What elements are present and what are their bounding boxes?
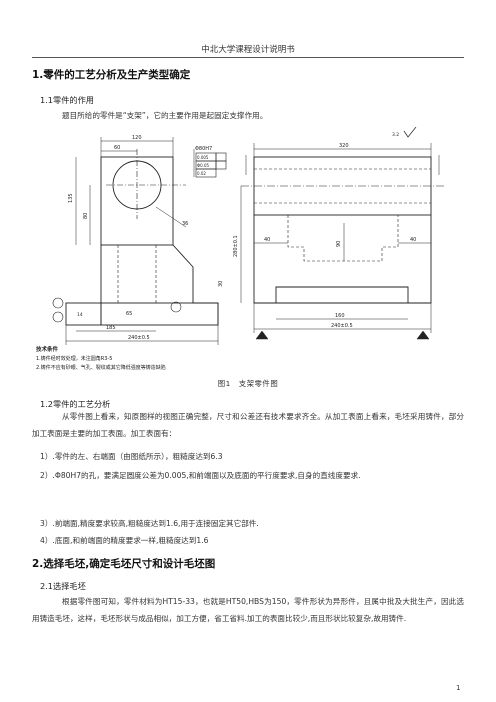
section-1-2-heading: 1.2零件的工艺分析 <box>40 399 111 409</box>
roughness-note: 3.2 <box>392 132 399 138</box>
dim-160: 160 <box>335 313 345 319</box>
list-item: 2）.Φ80H7的孔，要满足圆度公差为0.005,和前端面以及底面的平行度要求,… <box>40 471 361 480</box>
section-1-heading: 1.零件的工艺分析及生产类型确定 <box>32 69 191 81</box>
gdt-row-3: 0.02 <box>197 171 206 176</box>
dim-90: 90 <box>336 241 342 247</box>
page-number: 1 <box>456 684 461 692</box>
dim-40-right: 40 <box>410 237 416 243</box>
list-item: 4）.底面,和前端面的精度要求一样,粗糙度达到1.6 <box>40 536 209 545</box>
tech-note-1: 1.铸件经时效处理，未注圆角R3-5 <box>36 355 112 362</box>
dim-280: 280±0.1 <box>233 235 239 257</box>
left-view-base <box>65 302 219 326</box>
dim-240-left: 240±0.5 <box>128 335 150 341</box>
list-item: 3）.前端面,精度要求较高,粗糙度达到1.6,用于连接固定其它部件. <box>40 519 259 528</box>
dim-120: 120 <box>132 135 142 141</box>
dim-320: 320 <box>339 143 349 149</box>
section-2-heading: 2.选择毛坯,确定毛坯尺寸和设计毛坯图 <box>32 558 216 570</box>
gdt-row-2: Φ0.05 <box>197 163 210 168</box>
dim-135: 135 <box>68 193 74 203</box>
part-drawing-svg: 120 60 320 135 80 36 Φ80H7 0.005 Φ0.05 0… <box>36 126 446 371</box>
dim-30: 30 <box>218 281 224 287</box>
part-drawing: 120 60 320 135 80 36 Φ80H7 0.005 Φ0.05 0… <box>36 126 464 379</box>
dim-60: 60 <box>114 145 120 151</box>
figure-caption: 图1 支架零件图 <box>217 379 279 388</box>
dim-240-right: 240±0.5 <box>331 323 353 329</box>
section-1-1-heading: 1.1零件的作用 <box>40 95 94 105</box>
dim-80: 80 <box>83 213 89 219</box>
header-title: 中北大学课程设计说明书 <box>201 45 295 55</box>
left-view-body <box>100 244 219 325</box>
right-view-body <box>253 215 432 304</box>
dim-phi-14: 14 <box>77 312 83 318</box>
tech-note-2: 2.铸件不应有砂眼、气孔、裂纹或其它降低强度等铸造缺陷 <box>36 364 166 371</box>
dim-185: 185 <box>106 325 116 331</box>
section-2-1-body: 根据零件图可知，零件材料为HT15-33，也就是HT50,HBS为150，零件形… <box>32 597 464 623</box>
dim-40-left: 40 <box>264 237 270 243</box>
tech-notes-title: 技术条件 <box>36 345 59 353</box>
dim-phi: Φ80H7 <box>195 146 212 152</box>
section-1-1-body: 题目所给的零件是“支架”，它的主要作用是起固定支撑作用。 <box>62 111 268 120</box>
gdt-row-1: 0.005 <box>197 155 209 160</box>
list-item: 1）.零件的左、右端面（由图纸所示），粗糙度达到6.3 <box>40 452 223 461</box>
dim-36: 36 <box>182 221 188 227</box>
dim-44: 65 <box>126 311 132 317</box>
section-1-2-body: 从零件图上看来，知原图样的视图正确完整，尺寸和公差还有技术要求齐全。从加工表面上… <box>32 412 464 438</box>
section-2-1-heading: 2.1选择毛坯 <box>40 581 86 591</box>
header-rule <box>32 57 464 58</box>
